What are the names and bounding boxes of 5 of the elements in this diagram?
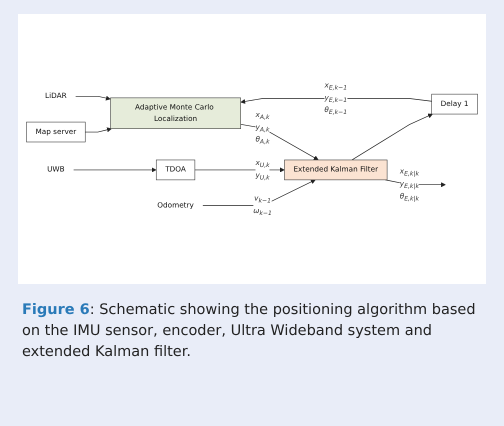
arrow [73,167,156,172]
arrow [84,127,112,132]
figure-caption: Figure 6: Schematic showing the positioning algorithm based on the IMU sensor, encoder, Ultra Wideband system and extended Kalman filter. [22,301,477,362]
arrow [352,114,433,160]
arrow [75,96,111,101]
